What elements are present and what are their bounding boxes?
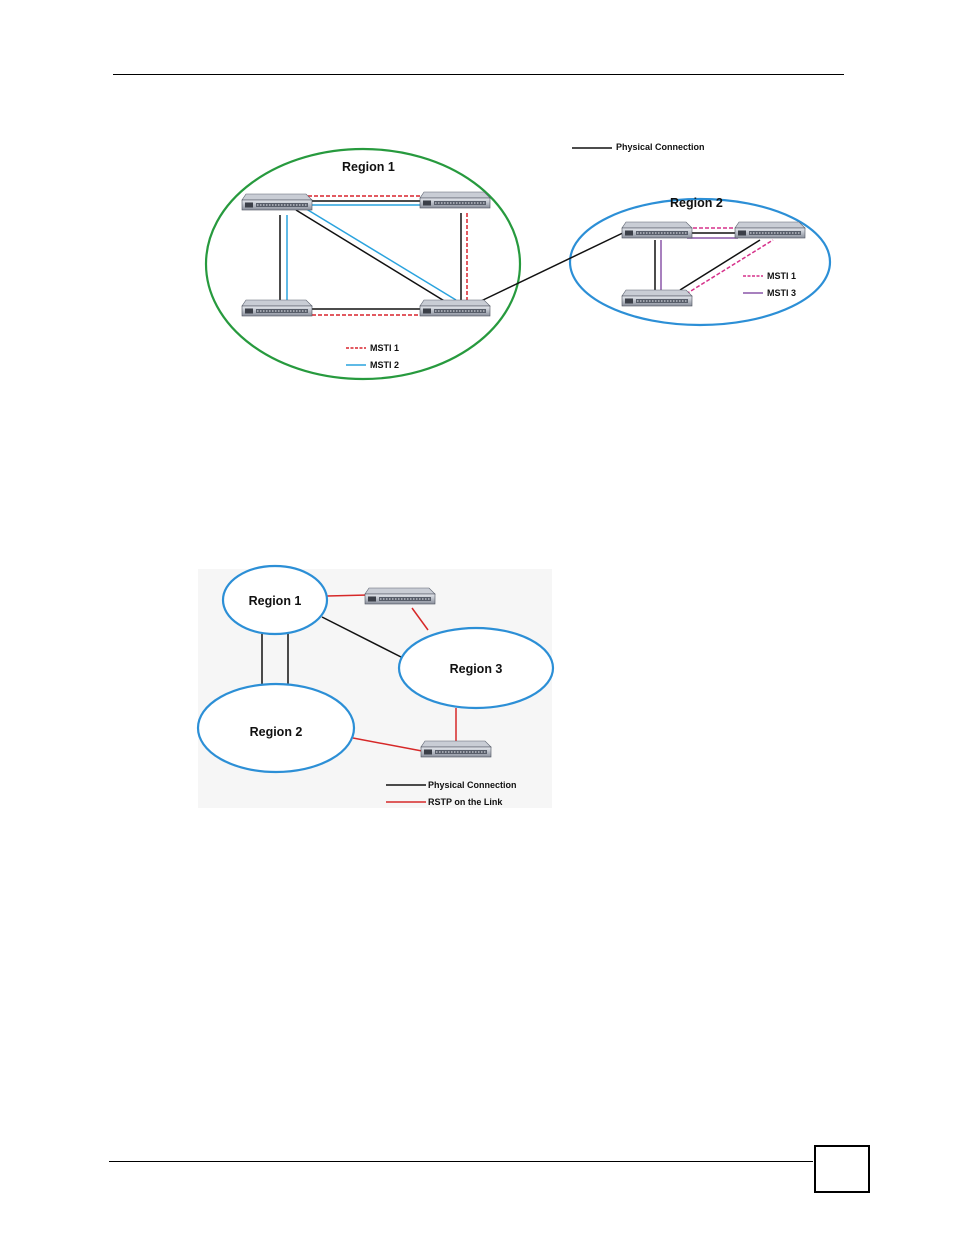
physical-link bbox=[680, 240, 760, 290]
legend-label: MSTI 3 bbox=[767, 288, 796, 298]
physical-link bbox=[296, 210, 446, 302]
msti1-link bbox=[686, 240, 773, 294]
legend-label: RSTP on the Link bbox=[428, 797, 503, 807]
inter-region-link bbox=[481, 230, 629, 301]
switch-icon bbox=[420, 300, 490, 316]
figure2: Region 1 Region 3 Region 2 Physical Conn… bbox=[198, 566, 553, 808]
figure1: Region 1 Region 2 Physical Connection MS… bbox=[206, 142, 830, 379]
legend-label: Physical Connection bbox=[428, 780, 517, 790]
region2-ellipse bbox=[570, 199, 830, 325]
legend-label: MSTI 1 bbox=[370, 343, 399, 353]
rstp-link bbox=[327, 595, 368, 596]
region2-label: Region 2 bbox=[250, 725, 303, 739]
region2-label: Region 2 bbox=[670, 196, 723, 210]
region3-label: Region 3 bbox=[450, 662, 503, 676]
switch-icon bbox=[735, 222, 805, 238]
msti2-link bbox=[303, 207, 456, 300]
legend-label: Physical Connection bbox=[616, 142, 705, 152]
region1-label: Region 1 bbox=[342, 160, 395, 174]
footer-rule bbox=[109, 1161, 813, 1162]
switch-icon bbox=[365, 588, 435, 604]
region1-ellipse bbox=[206, 149, 520, 379]
page-number-box bbox=[814, 1145, 870, 1193]
legend-label: MSTI 2 bbox=[370, 360, 399, 370]
physical-legend: Physical Connection bbox=[572, 142, 705, 152]
switch-icon bbox=[622, 290, 692, 306]
region1-links bbox=[280, 196, 467, 315]
region2-legend: MSTI 1 MSTI 3 bbox=[743, 271, 796, 298]
switch-icon bbox=[420, 192, 490, 208]
switch-icon bbox=[421, 741, 491, 757]
switch-icon bbox=[242, 194, 312, 210]
legend-label: MSTI 1 bbox=[767, 271, 796, 281]
switch-icon bbox=[242, 300, 312, 316]
region1-label: Region 1 bbox=[249, 594, 302, 608]
region1-legend: MSTI 1 MSTI 2 bbox=[346, 343, 399, 370]
switch-icon bbox=[622, 222, 692, 238]
